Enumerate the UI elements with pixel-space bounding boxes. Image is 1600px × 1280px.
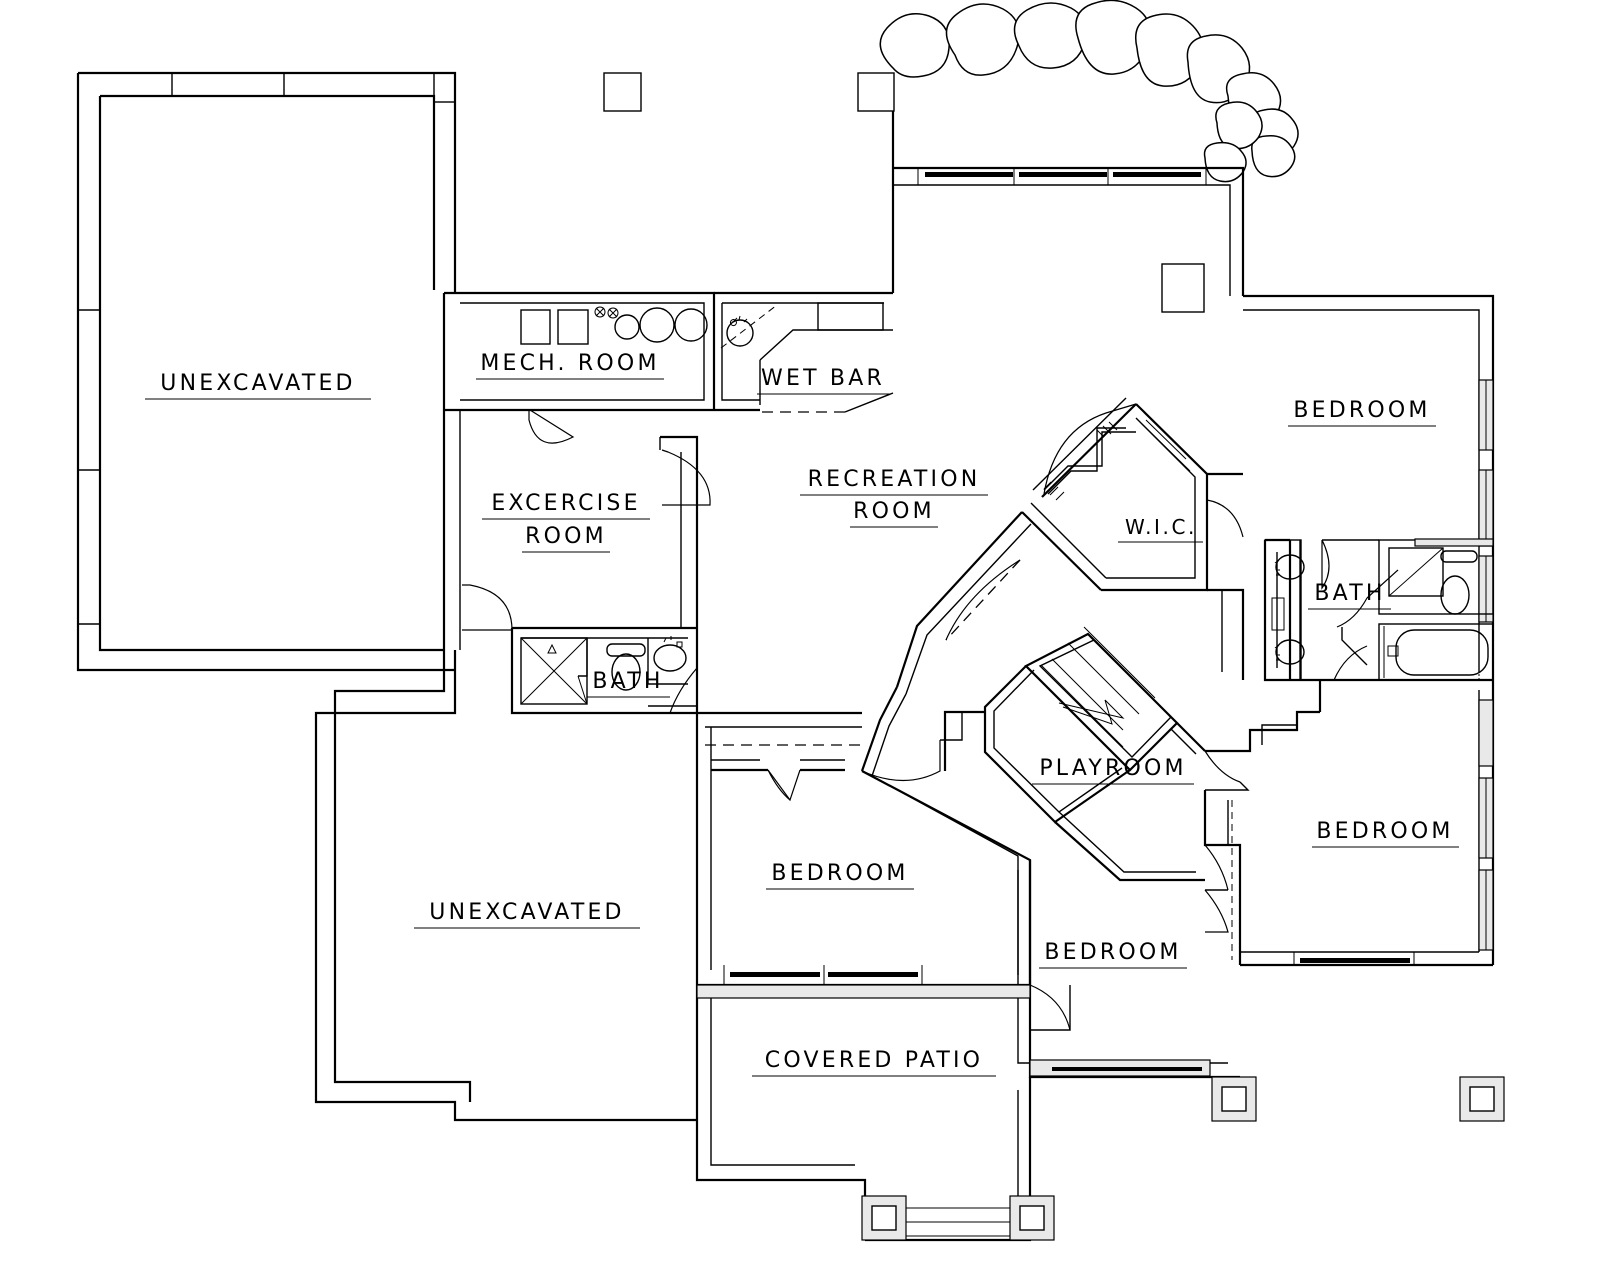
wet-bar-area (714, 291, 894, 413)
room-label: UNEXCAVATED (160, 371, 355, 396)
niche (1161, 263, 1205, 313)
window-group-se (1293, 699, 1494, 965)
label-wet-bar: WET BAR (757, 366, 890, 395)
room-labels: UNEXCAVATED MECH. ROOM WET BAR EXCERCISE… (145, 351, 1459, 1077)
mech-excercise-walls (442, 291, 716, 713)
label-unexcavated-upper: UNEXCAVATED (145, 371, 371, 400)
room-label: W.I.C. (1125, 515, 1197, 539)
bathtub (1395, 629, 1489, 676)
label-excercise-room: EXCERCISE ROOM (482, 491, 650, 553)
bar-sink (726, 319, 754, 347)
bedroom-center-walls (695, 710, 1032, 987)
room-label: ROOM (853, 499, 935, 524)
toilet-tank (1440, 550, 1478, 563)
room-label: BATH (1314, 581, 1385, 606)
shower-stall (1388, 547, 1444, 597)
window-group-south-center (723, 965, 923, 985)
room-label: MECH. ROOM (480, 351, 659, 376)
sink-a (1275, 554, 1305, 580)
room-label: BEDROOM (1044, 940, 1181, 965)
bar-cabinet (817, 302, 884, 331)
label-playroom: PLAYROOM (1032, 756, 1194, 785)
rock-retaining-wall (879, 0, 1299, 183)
covered-patio-walls (695, 984, 1505, 1242)
room-label: ROOM (525, 524, 607, 549)
label-bedroom-south: BEDROOM (1039, 940, 1187, 969)
unexcavated-upper-walls (76, 71, 697, 1122)
toilet-tank (606, 643, 646, 657)
water-heater-large (639, 307, 675, 343)
sink-b (1275, 639, 1305, 665)
sink (653, 644, 687, 672)
label-recreation-room: RECREATION ROOM (800, 467, 988, 528)
furnace-a (520, 309, 551, 345)
room-label: BATH (592, 669, 663, 694)
bedroom-ne-walls (1206, 294, 1495, 682)
bath-west-area (510, 626, 698, 715)
room-label: BEDROOM (1293, 398, 1430, 423)
window-group-east (1478, 379, 1494, 681)
room-label: BEDROOM (1316, 819, 1453, 844)
furnace-b (557, 309, 589, 345)
mech-equipment (520, 306, 708, 345)
toilet (1440, 575, 1470, 615)
room-label: PLAYROOM (1039, 756, 1186, 781)
room-label: COVERED PATIO (765, 1048, 983, 1073)
label-mech-room: MECH. ROOM (476, 351, 664, 380)
pipe-b (607, 307, 619, 319)
window-sill (1414, 538, 1494, 547)
recreation-room-walls (857, 72, 1245, 313)
room-label: EXCERCISE (491, 491, 640, 516)
vanity-counter (1264, 539, 1302, 681)
toilet (611, 653, 641, 691)
structural-column-ne (857, 72, 895, 112)
label-bedroom-center: BEDROOM (766, 861, 914, 890)
label-covered-patio: COVERED PATIO (752, 1048, 996, 1077)
label-bath-west: BATH (587, 669, 670, 698)
room-label: RECREATION (808, 467, 981, 492)
bedroom-se-walls (1203, 680, 1495, 967)
label-bath-east: BATH (1308, 581, 1391, 610)
stair-run (1024, 626, 1179, 772)
label-bedroom-ne: BEDROOM (1288, 398, 1436, 427)
diagonal-core (860, 397, 1209, 824)
window-group-north (917, 168, 1207, 185)
porch-posts (861, 1076, 1505, 1241)
structural-column (603, 72, 642, 112)
room-label: UNEXCAVATED (429, 900, 624, 925)
label-bedroom-se: BEDROOM (1312, 819, 1459, 848)
water-heater-med (674, 308, 708, 342)
label-unexcavated-lower: UNEXCAVATED (414, 900, 640, 929)
pipe-a (594, 306, 606, 318)
water-heater-small (614, 314, 640, 340)
room-label: BEDROOM (771, 861, 908, 886)
cabinet (1271, 597, 1285, 631)
room-label: WET BAR (761, 366, 885, 391)
label-wic: W.I.C. (1118, 515, 1203, 543)
